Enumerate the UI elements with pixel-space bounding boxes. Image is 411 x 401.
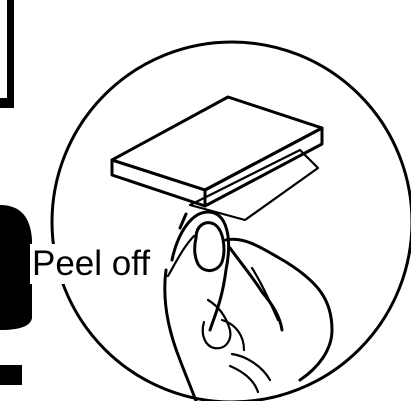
background-fragments [0, 0, 32, 385]
backing-sheet [190, 150, 318, 220]
pad-front-face [112, 160, 205, 206]
callout-circle [52, 42, 411, 401]
pad-side-face [205, 128, 322, 206]
bottom-left-bar [0, 365, 22, 385]
thumbnail [195, 223, 224, 271]
peel-off-label: Peel off [30, 244, 152, 284]
left-number-fragment [0, 205, 32, 330]
foam-pad [112, 97, 322, 206]
